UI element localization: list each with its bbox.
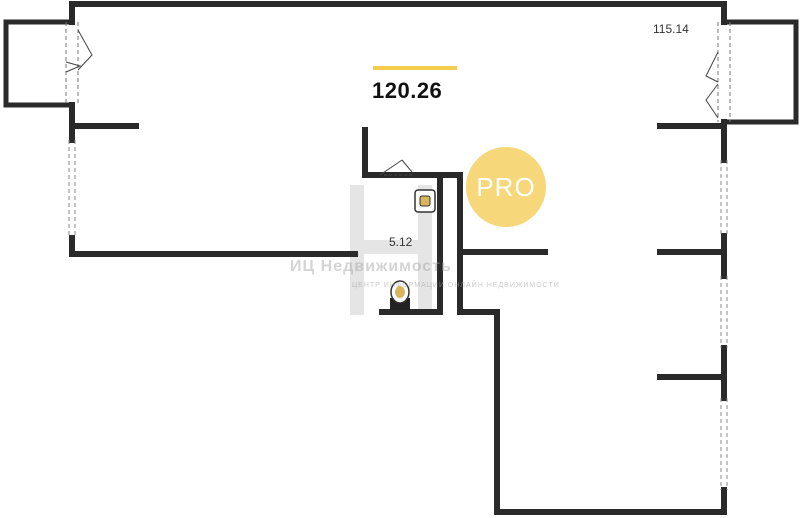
watermark-tagline: ЦЕНТР ИНФОРМАЦИИ ОНЛАЙН НЕДВИЖИМОСТИ	[352, 282, 560, 289]
bathroom-door	[379, 159, 413, 176]
watermark-logo	[350, 185, 432, 315]
pro-badge: PRO	[466, 147, 546, 227]
watermark-brand: ИЦ Недвижимость	[290, 258, 452, 275]
sink-icon	[414, 189, 436, 213]
bathroom-area-label: 5.12	[389, 235, 413, 249]
toilet-icon	[390, 280, 410, 310]
balcony-right	[705, 19, 799, 125]
walls	[69, 1, 727, 515]
balcony-left	[3, 19, 93, 108]
room-area-label: 115.14	[653, 22, 689, 36]
windows	[68, 140, 728, 490]
total-area-accent-bar	[373, 66, 457, 70]
total-area-label: 120.26	[372, 78, 443, 103]
